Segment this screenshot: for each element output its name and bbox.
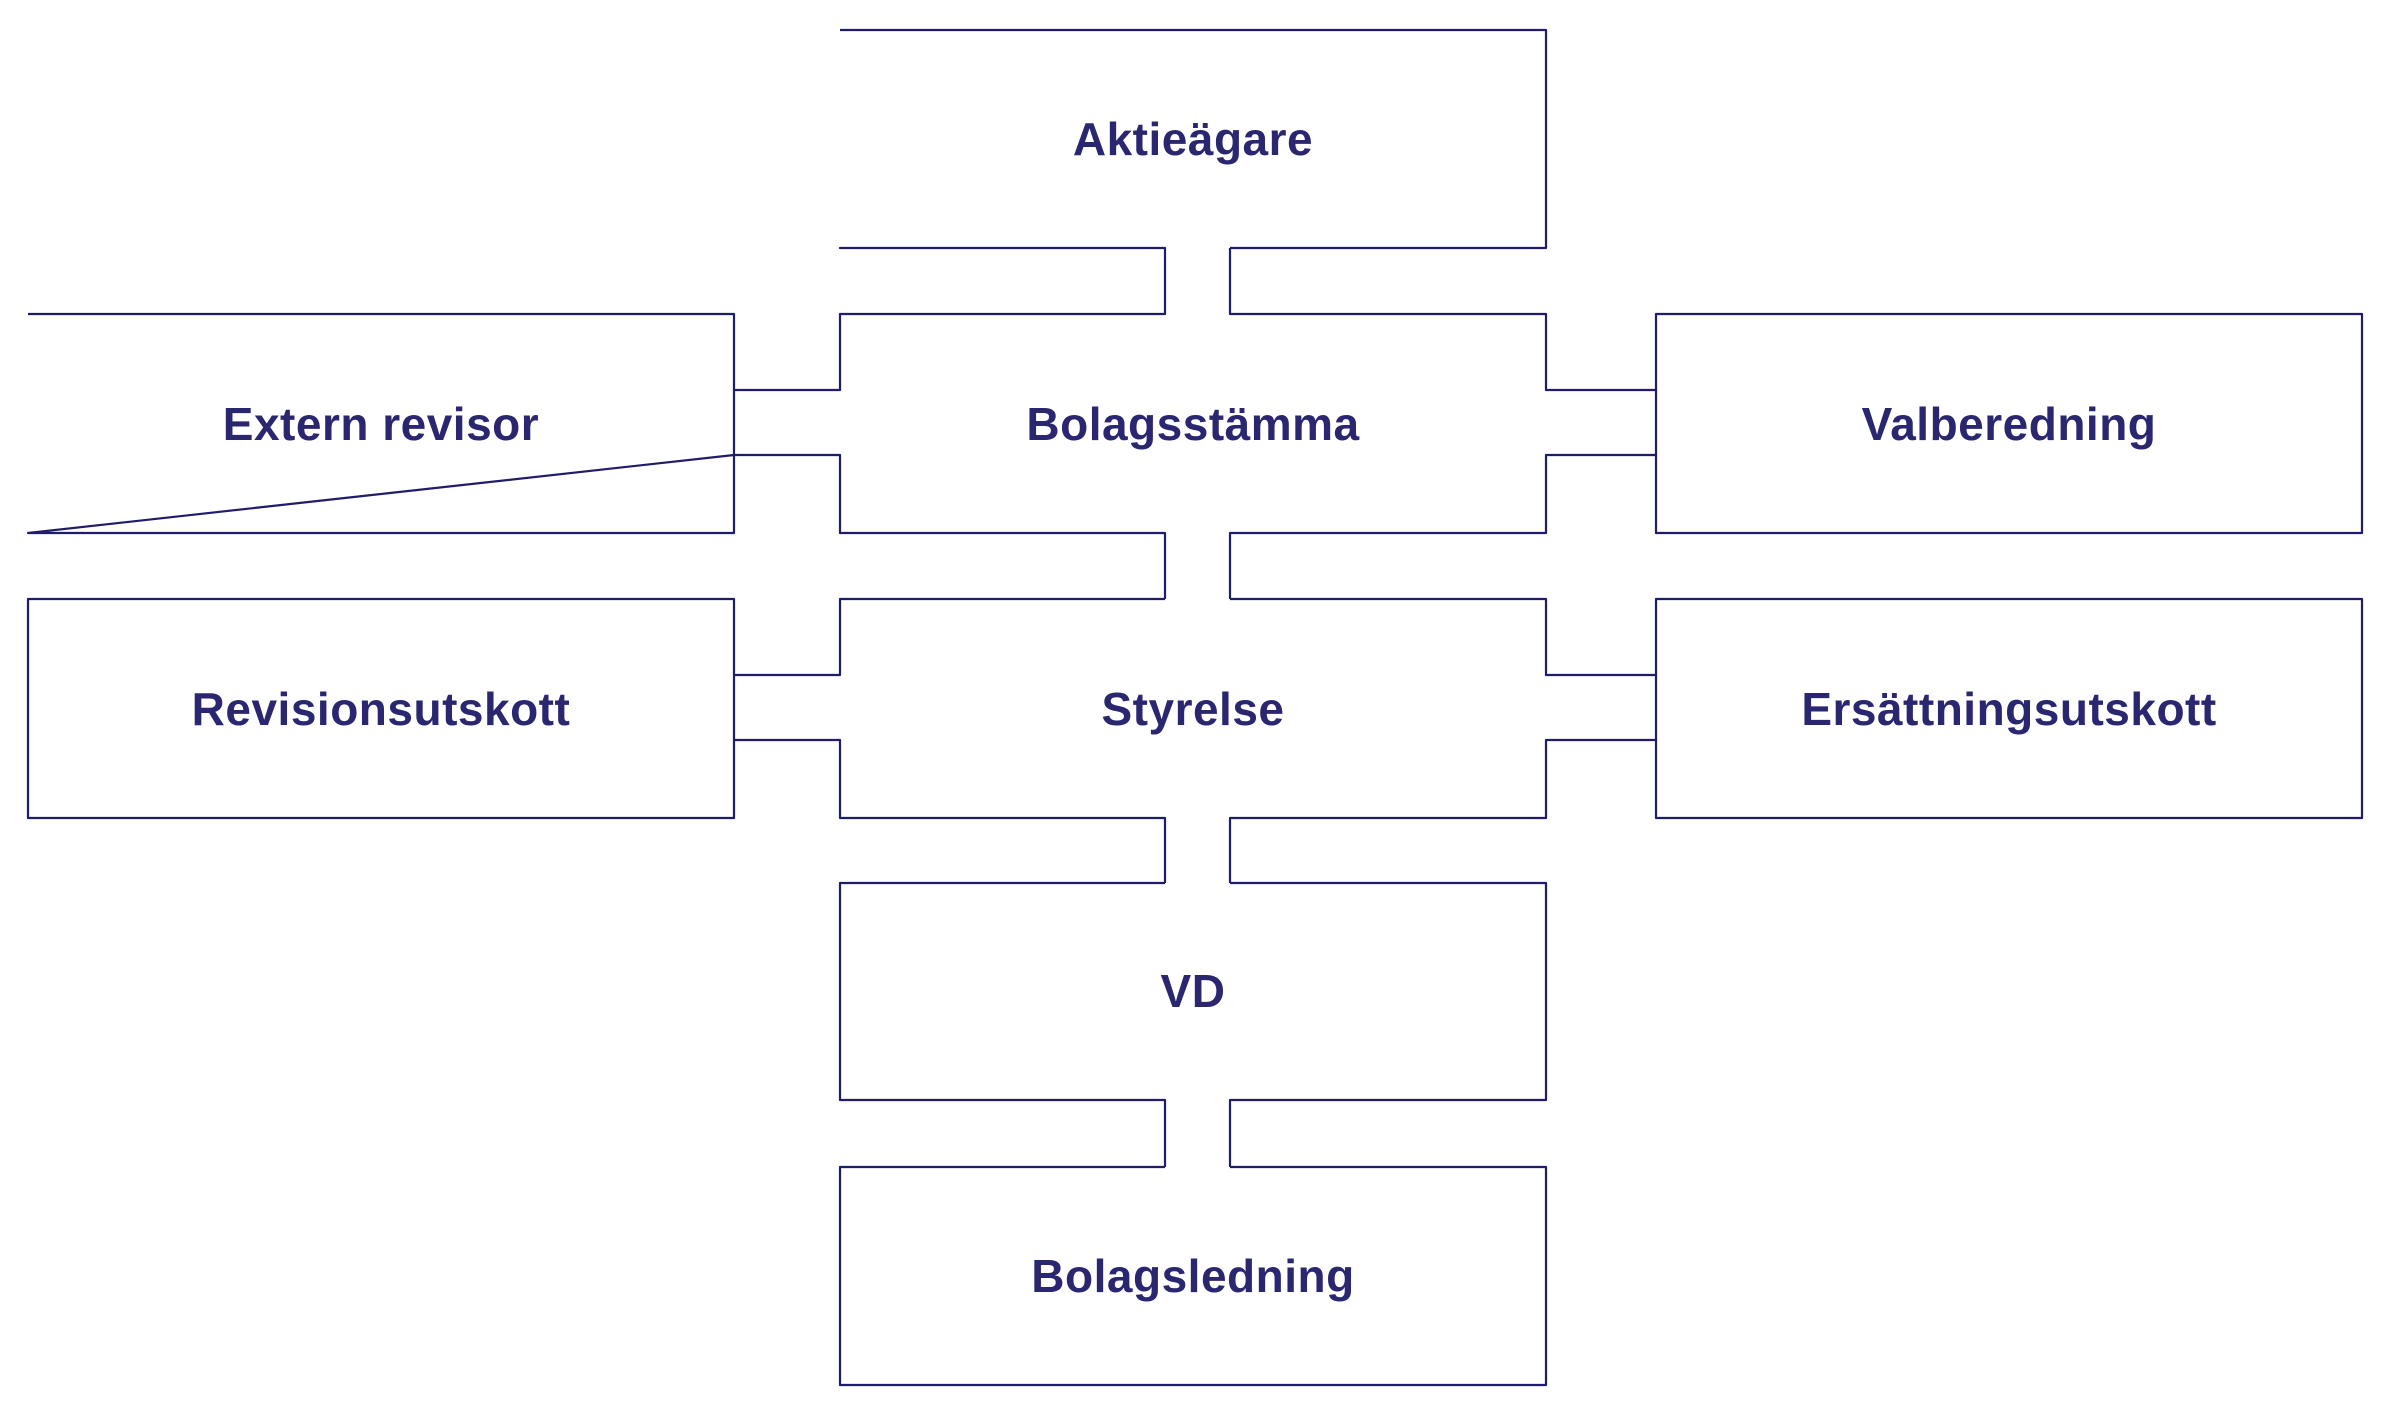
- node-label-bolagsledning: Bolagsledning: [1031, 1250, 1354, 1302]
- node-box-aktieagare: [838, 28, 1548, 250]
- node-label-bolagsstamma: Bolagsstämma: [1026, 398, 1359, 450]
- node-box-revisionsutskott: [26, 597, 736, 820]
- node-label-vd: VD: [1161, 965, 1226, 1017]
- node-label-aktieagare: Aktieägare: [1073, 113, 1313, 165]
- node-frame-bolagsstamma: [732, 248, 1658, 599]
- node-frame-styrelse: [732, 597, 1658, 883]
- node-box-vd: [838, 881, 1548, 1167]
- node-label-ersattningsutskott: Ersättningsutskott: [1801, 683, 2216, 735]
- node-label-revisionsutskott: Revisionsutskott: [192, 683, 571, 735]
- node-box-extern-revisor: [26, 312, 736, 535]
- node-box-valberedning: [1654, 312, 2364, 535]
- node-label-valberedning: Valberedning: [1862, 398, 2157, 450]
- node-box-ersattningsutskott: [1654, 597, 2364, 820]
- node-box-bolagsledning: [838, 1165, 1548, 1387]
- node-label-styrelse: Styrelse: [1101, 683, 1284, 735]
- node-label-extern-revisor: Extern revisor: [223, 398, 539, 450]
